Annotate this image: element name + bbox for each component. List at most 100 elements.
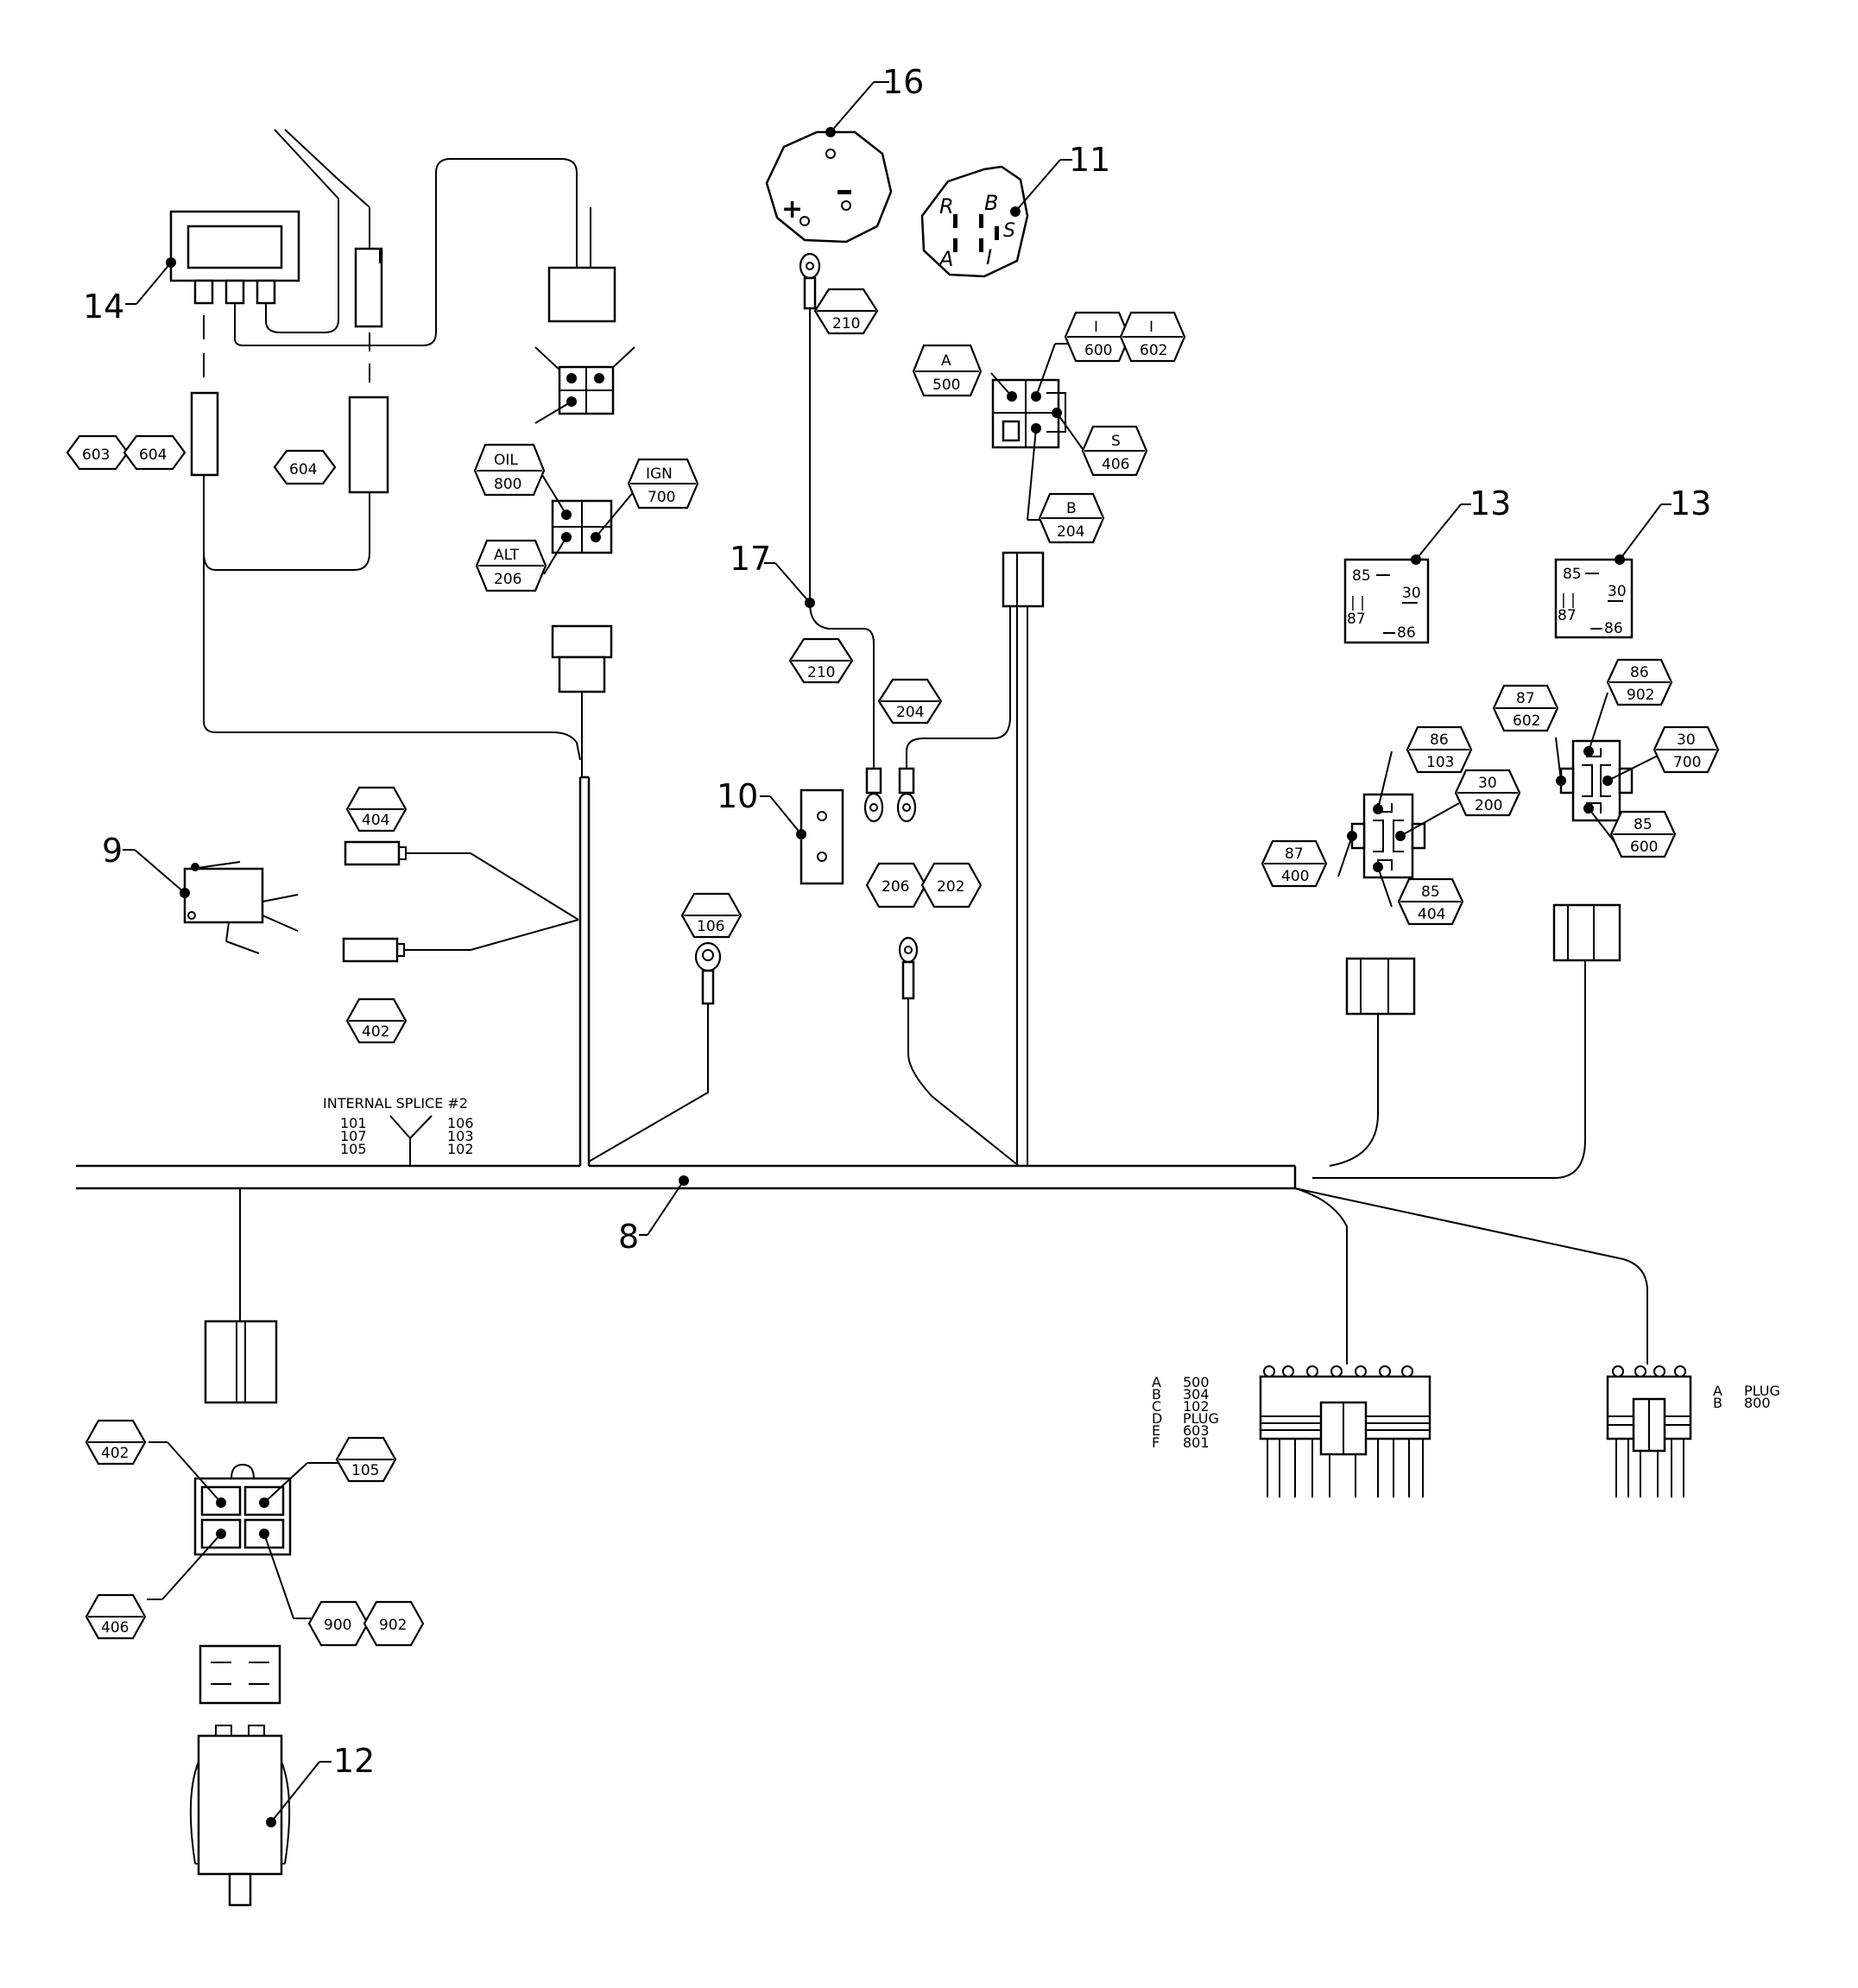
tag-ign-700: IGN 700 [627, 458, 699, 510]
relay-left-85-404: 85 404 [1397, 877, 1464, 926]
item-12-plug [189, 1644, 332, 1907]
upper-connector-body [354, 247, 383, 328]
svg-text:PLUG: PLUG [1183, 1410, 1219, 1427]
svg-text:202: 202 [937, 878, 964, 896]
callout-10: 10 [717, 777, 758, 815]
tag-210-b: 210 [788, 637, 854, 684]
svg-text:103: 103 [1426, 754, 1454, 771]
tag-oil-800: OIL 800 [473, 443, 546, 497]
plug-two-pin [1606, 1365, 1692, 1497]
tag-s-406: S 406 [1081, 425, 1148, 477]
switch-connector [990, 343, 1084, 521]
plug-six-pin-table: A B C D E F 500 304 102 PLUG 603 801 [1152, 1374, 1219, 1451]
callout-13-right: 13 [1670, 484, 1711, 522]
svg-text:A: A [1152, 1374, 1161, 1390]
svg-text:402: 402 [362, 1023, 389, 1041]
plug-two-pin-table: A B PLUG 800 [1713, 1383, 1780, 1411]
tag-b-204: B 204 [1038, 492, 1105, 544]
svg-text:86: 86 [1430, 731, 1449, 749]
four-pin-connector-lower [147, 1441, 338, 1619]
tag-105: 105 [335, 1436, 397, 1483]
svg-text:204: 204 [1057, 523, 1084, 541]
relay-13-right: 85 30 | | 87 86 [1554, 503, 1672, 639]
callout-9: 9 [102, 832, 123, 870]
svg-text:103: 103 [447, 1128, 474, 1144]
svg-text:+: + [781, 194, 803, 225]
internal-splice: INTERNAL SPLICE #2 101 107 105 106 103 1… [323, 1095, 474, 1166]
relay-right-86-902: 86 902 [1606, 658, 1673, 706]
svg-text:600: 600 [1084, 342, 1112, 359]
svg-text:B: B [1066, 500, 1077, 517]
svg-text:206: 206 [882, 878, 909, 896]
svg-text:A: A [941, 352, 951, 370]
svg-text:700: 700 [648, 489, 675, 506]
tag-404: 404 [345, 786, 408, 833]
svg-text:500: 500 [932, 377, 960, 394]
svg-text:30: 30 [1677, 731, 1696, 749]
svg-text:87: 87 [1285, 845, 1304, 863]
svg-text:406: 406 [1102, 456, 1129, 473]
callout-14: 14 [83, 288, 124, 326]
tag-603: 603 [66, 434, 130, 471]
svg-text:101: 101 [340, 1115, 367, 1131]
svg-text:A: A [938, 247, 953, 271]
trunk-connector [551, 624, 613, 777]
svg-text:801: 801 [1183, 1434, 1210, 1451]
svg-text:R: R [939, 194, 954, 218]
svg-text:604: 604 [139, 446, 167, 464]
terminal-604 [203, 396, 389, 571]
svg-text:30: 30 [1608, 583, 1627, 600]
svg-text:85: 85 [1421, 883, 1440, 901]
tag-i-602: I 602 [1119, 311, 1186, 363]
svg-text:102: 102 [447, 1141, 474, 1157]
callout-12: 12 [333, 1742, 375, 1780]
svg-text:800: 800 [1744, 1395, 1771, 1411]
svg-text:D: D [1152, 1410, 1162, 1427]
tag-402: 402 [345, 997, 408, 1044]
pin-603-604 [190, 391, 581, 761]
callout-8: 8 [618, 1218, 639, 1256]
svg-text:I: I [986, 245, 992, 269]
svg-text:210: 210 [807, 664, 835, 681]
svg-text:OIL: OIL [494, 452, 518, 469]
relay-harness-socket-left [1329, 957, 1416, 1167]
svg-text:107: 107 [340, 1128, 367, 1144]
svg-text:85: 85 [1563, 566, 1582, 583]
svg-text:B: B [1713, 1395, 1722, 1411]
svg-text:404: 404 [1418, 906, 1445, 923]
svg-text:603: 603 [1183, 1422, 1210, 1439]
relay-left-87-400: 87 400 [1261, 839, 1328, 888]
oil-ign-alt-connector [541, 474, 635, 575]
svg-text:87: 87 [1516, 690, 1535, 707]
svg-text:| |: | | [1350, 594, 1365, 611]
svg-text:86: 86 [1397, 624, 1416, 642]
svg-text:900: 900 [324, 1617, 351, 1634]
svg-text:304: 304 [1183, 1386, 1210, 1402]
relay-left-86-103: 86 103 [1406, 725, 1473, 774]
svg-text:B: B [1152, 1386, 1161, 1402]
left-drop-connector [204, 1188, 278, 1404]
tag-206-b: 206 [865, 862, 927, 909]
svg-text:87: 87 [1558, 607, 1577, 624]
svg-text:ALT: ALT [494, 547, 520, 564]
relay-right-85-600: 85 600 [1609, 810, 1677, 858]
spade-connectors [342, 840, 579, 963]
svg-text:400: 400 [1281, 868, 1309, 885]
svg-text:87: 87 [1347, 611, 1366, 628]
splice-title: INTERNAL SPLICE #2 [323, 1095, 468, 1111]
svg-text:200: 200 [1475, 797, 1502, 814]
svg-text:406: 406 [101, 1619, 129, 1637]
svg-text:I: I [1149, 319, 1153, 336]
svg-text:603: 603 [82, 446, 110, 464]
svg-text:402: 402 [101, 1445, 129, 1462]
key-switch-11: R B S A I [920, 159, 1072, 278]
switch-lead-connector [906, 551, 1045, 1166]
svg-text:86: 86 [1630, 664, 1649, 681]
svg-text:PLUG: PLUG [1744, 1383, 1780, 1399]
tag-902: 902 [363, 1600, 425, 1647]
svg-text:C: C [1152, 1398, 1161, 1415]
svg-text:602: 602 [1140, 342, 1167, 359]
relay-socket-right [1555, 692, 1660, 843]
tag-210: 210 [813, 288, 879, 335]
svg-text:86: 86 [1604, 620, 1623, 637]
